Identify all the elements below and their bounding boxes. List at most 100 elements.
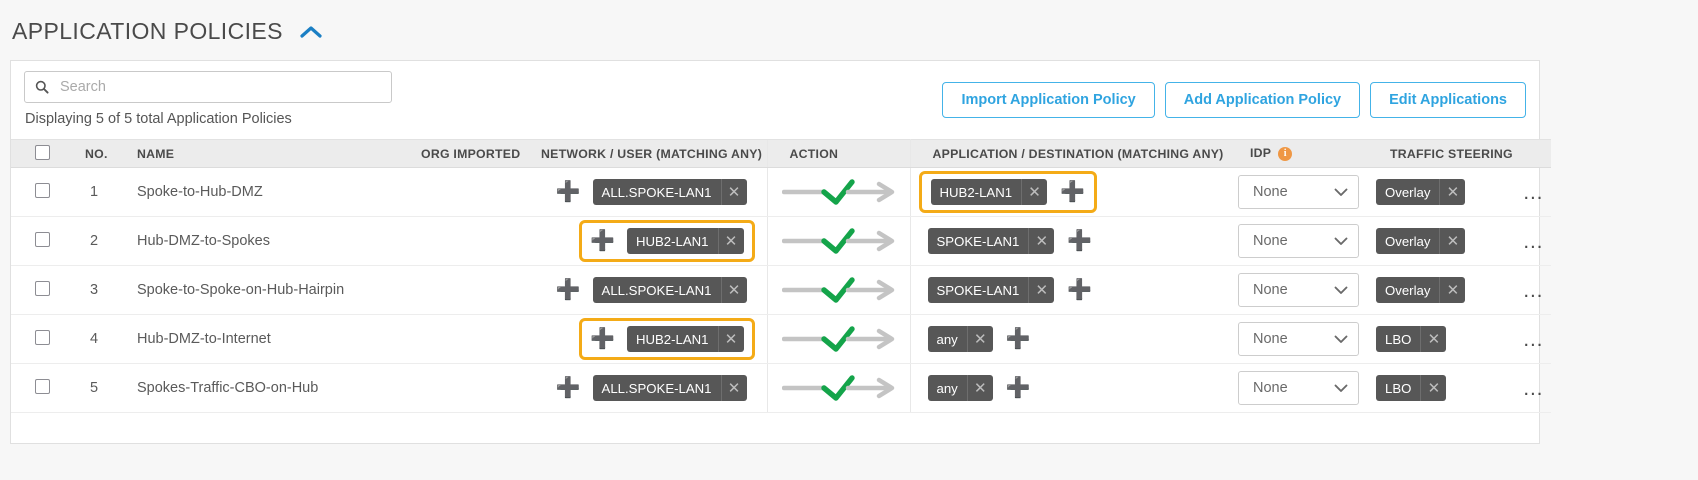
add-network-icon[interactable]: ➕: [590, 328, 615, 350]
application-chip[interactable]: any✕: [927, 326, 993, 352]
row-name-cell: Hub-DMZ-to-Internet: [115, 314, 421, 364]
remove-chip-icon[interactable]: ✕: [1028, 228, 1054, 254]
row-overflow-menu-icon[interactable]: …: [1522, 376, 1545, 400]
edit-applications-button[interactable]: Edit Applications: [1370, 82, 1526, 118]
traffic-steering-group: Overlay ✕: [1368, 228, 1516, 254]
chip-label: HUB2-LAN1: [635, 233, 709, 249]
action-allow-indicator: [768, 266, 910, 314]
network-chip[interactable]: ALL.SPOKE-LAN1✕: [592, 375, 747, 401]
add-application-icon[interactable]: ➕: [1067, 230, 1093, 252]
remove-chip-icon[interactable]: ✕: [1439, 228, 1465, 254]
table-row[interactable]: 5 Spokes-Traffic-CBO-on-Hub ➕ ALL.SPOKE-LAN…: [11, 363, 1551, 413]
row-network-cell: ➕ ALL.SPOKE-LAN1✕: [541, 363, 767, 413]
row-idp-cell: None: [1228, 363, 1368, 413]
row-number: 3: [90, 282, 99, 298]
remove-chip-icon[interactable]: ✕: [1420, 326, 1446, 352]
traffic-steering-chip[interactable]: Overlay✕: [1376, 277, 1466, 303]
idp-select[interactable]: None: [1238, 371, 1359, 405]
select-all-checkbox[interactable]: [35, 144, 50, 160]
add-network-icon[interactable]: ➕: [555, 377, 581, 399]
remove-chip-icon[interactable]: ✕: [720, 277, 747, 303]
add-application-icon[interactable]: ➕: [1060, 181, 1085, 203]
network-chip-group: ➕ HUB2-LAN1✕: [579, 318, 755, 360]
row-overflow-menu-icon[interactable]: …: [1522, 278, 1545, 302]
results-summary: Displaying 5 of 5 total Application Poli…: [25, 111, 292, 127]
row-checkbox[interactable]: [35, 329, 50, 345]
policy-name: Spokes-Traffic-CBO-on-Hub: [137, 380, 319, 396]
allow-arrow-icon: [781, 228, 894, 254]
chip-label: Overlay: [1385, 233, 1431, 249]
network-chip[interactable]: HUB2-LAN1✕: [626, 326, 744, 352]
idp-select[interactable]: None: [1238, 175, 1359, 209]
policies-panel: Displaying 5 of 5 total Application Poli…: [10, 60, 1551, 444]
application-chip[interactable]: SPOKE-LAN1✕: [927, 277, 1055, 303]
row-name-cell: Spoke-to-Spoke-on-Hub-Hairpin: [115, 265, 421, 315]
row-overflow-menu-icon[interactable]: …: [1522, 180, 1545, 204]
remove-chip-icon[interactable]: ✕: [1439, 277, 1465, 303]
info-icon[interactable]: i: [1278, 146, 1293, 161]
remove-chip-icon[interactable]: ✕: [717, 228, 744, 254]
application-chip[interactable]: SPOKE-LAN1✕: [927, 228, 1055, 254]
add-application-icon[interactable]: ➕: [1005, 328, 1031, 350]
idp-selected-value: None: [1253, 282, 1288, 298]
chip-label: ALL.SPOKE-LAN1: [601, 282, 712, 298]
row-select-cell: [11, 167, 63, 217]
row-number-cell: 5: [63, 363, 115, 413]
row-traffic-steering-cell: LBO✕: [1368, 363, 1516, 413]
chevron-down-icon: [1334, 237, 1348, 245]
idp-select[interactable]: None: [1238, 322, 1359, 356]
application-chip[interactable]: any✕: [927, 375, 993, 401]
row-overflow-menu-icon[interactable]: …: [1522, 229, 1545, 253]
remove-chip-icon[interactable]: ✕: [720, 375, 747, 401]
row-traffic-steering-cell: Overlay✕: [1368, 167, 1516, 217]
network-chip[interactable]: ALL.SPOKE-LAN1✕: [592, 179, 747, 205]
application-chip-group: SPOKE-LAN1✕ ➕: [919, 272, 1102, 308]
add-application-icon[interactable]: ➕: [1005, 377, 1031, 399]
row-checkbox[interactable]: [35, 182, 50, 198]
remove-chip-icon[interactable]: ✕: [720, 179, 747, 205]
remove-chip-icon[interactable]: ✕: [717, 326, 744, 352]
header-network-user: NETWORK / USER (MATCHING ANY): [541, 139, 767, 168]
traffic-steering-group: LBO ✕: [1368, 326, 1516, 352]
network-chip[interactable]: ALL.SPOKE-LAN1 ✕: [592, 277, 747, 303]
import-application-policy-button[interactable]: Import Application Policy: [942, 82, 1155, 118]
traffic-steering-chip[interactable]: Overlay✕: [1376, 179, 1466, 205]
idp-select[interactable]: None: [1238, 224, 1359, 258]
remove-chip-icon[interactable]: ✕: [966, 375, 993, 401]
search-input[interactable]: [58, 78, 391, 96]
traffic-steering-chip[interactable]: LBO ✕: [1376, 326, 1447, 352]
chevron-up-icon[interactable]: [299, 25, 323, 39]
traffic-steering-chip[interactable]: LBO✕: [1376, 375, 1447, 401]
add-application-policy-button[interactable]: Add Application Policy: [1164, 82, 1361, 118]
remove-chip-icon[interactable]: ✕: [966, 326, 993, 352]
search-box[interactable]: [24, 71, 392, 103]
remove-chip-icon[interactable]: ✕: [1028, 277, 1054, 303]
add-application-icon[interactable]: ➕: [1067, 279, 1093, 301]
traffic-steering-chip[interactable]: Overlay ✕: [1376, 228, 1466, 254]
action-allow-indicator: [768, 217, 910, 265]
remove-chip-icon[interactable]: ✕: [1439, 179, 1465, 205]
remove-chip-icon[interactable]: ✕: [1021, 179, 1047, 205]
remove-chip-icon[interactable]: ✕: [1420, 375, 1446, 401]
table-row[interactable]: 3 Spoke-to-Spoke-on-Hub-Hairpin ➕ ALL.SPOKE…: [11, 265, 1551, 315]
row-number: 2: [90, 233, 99, 249]
header-name: NAME: [115, 139, 421, 168]
add-network-icon[interactable]: ➕: [555, 279, 581, 301]
add-network-icon[interactable]: ➕: [555, 181, 581, 203]
row-checkbox[interactable]: [35, 231, 50, 247]
chip-label: HUB2-LAN1: [939, 184, 1013, 200]
add-network-icon[interactable]: ➕: [590, 230, 615, 252]
application-chip-group: SPOKE-LAN1✕ ➕: [919, 223, 1102, 259]
application-chip[interactable]: HUB2-LAN1 ✕: [930, 179, 1048, 205]
idp-select[interactable]: None: [1238, 273, 1359, 307]
row-overflow-menu-icon[interactable]: …: [1522, 327, 1545, 351]
row-checkbox[interactable]: [35, 280, 50, 296]
traffic-steering-group: LBO✕: [1368, 375, 1516, 401]
row-application-cell: SPOKE-LAN1✕ ➕: [910, 265, 1228, 315]
row-checkbox[interactable]: [35, 378, 50, 394]
network-chip[interactable]: HUB2-LAN1 ✕: [626, 228, 744, 254]
chip-label: LBO: [1385, 331, 1412, 347]
